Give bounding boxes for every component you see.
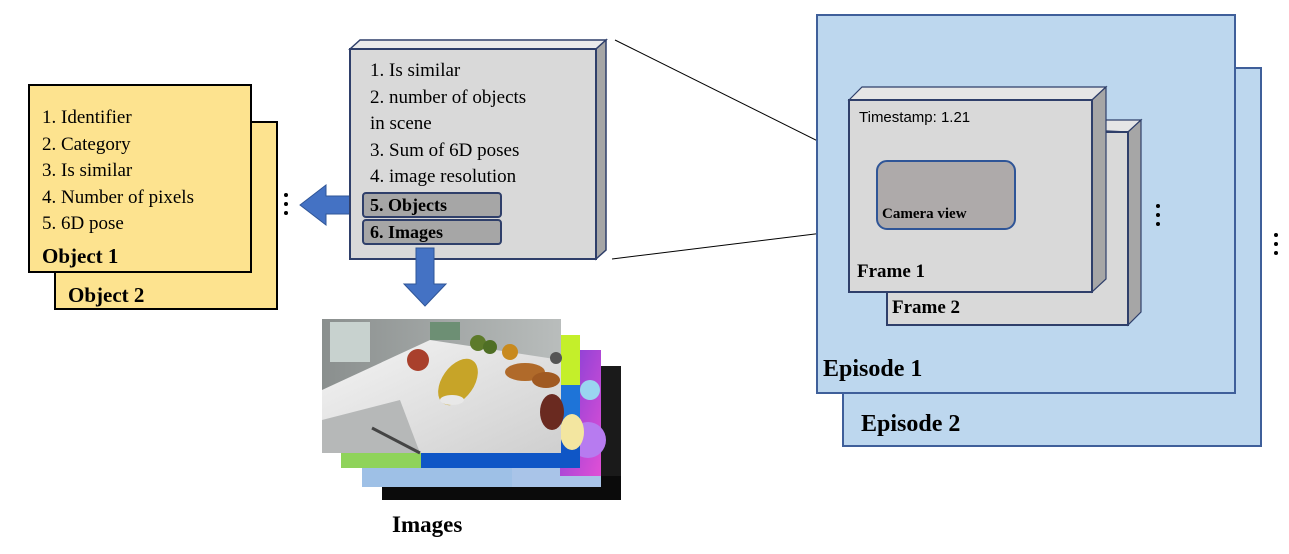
scene-field: 1. Is similar [370, 60, 461, 81]
object-field: 1. Identifier [42, 107, 132, 128]
object-field: 2. Category [42, 133, 131, 155]
frame-2-title: Frame 2 [892, 297, 961, 318]
object-field-list: 1. Identifier 2. Category 3. Is similar … [42, 105, 194, 238]
images-caption: Images [392, 512, 463, 537]
scene-field: 4. image resolution [370, 166, 517, 187]
object-field: 3. Is similar [42, 160, 133, 181]
frame-1-title: Frame 1 [857, 261, 926, 282]
camera-view-label: Camera view [882, 206, 967, 222]
more-objects-dots [284, 193, 288, 215]
scene-field-list: 1. Is similar 2. number of objects in sc… [370, 58, 526, 191]
more-frames-dots [1156, 204, 1160, 226]
objects-button[interactable]: 5. Objects [362, 192, 502, 218]
object-2-title: Object 2 [68, 283, 145, 307]
scene-field: 2. number of objects [370, 86, 527, 108]
scene-field: in scene [370, 113, 432, 134]
episode-1-title: Episode 1 [823, 356, 923, 382]
images-button[interactable]: 6. Images [362, 219, 502, 245]
camera-view-box: Camera view [876, 160, 1016, 230]
more-episodes-dots [1274, 233, 1278, 255]
object-field: 4. Number of pixels [42, 186, 194, 208]
scene-field: 3. Sum of 6D poses [370, 139, 520, 161]
frame-timestamp: Timestamp: 1.21 [859, 109, 971, 126]
object-field: 5. 6D pose [42, 213, 124, 234]
object-card-1: 1. Identifier 2. Category 3. Is similar … [28, 84, 252, 273]
object-1-title: Object 1 [42, 244, 119, 268]
episode-2-title: Episode 2 [861, 411, 961, 437]
